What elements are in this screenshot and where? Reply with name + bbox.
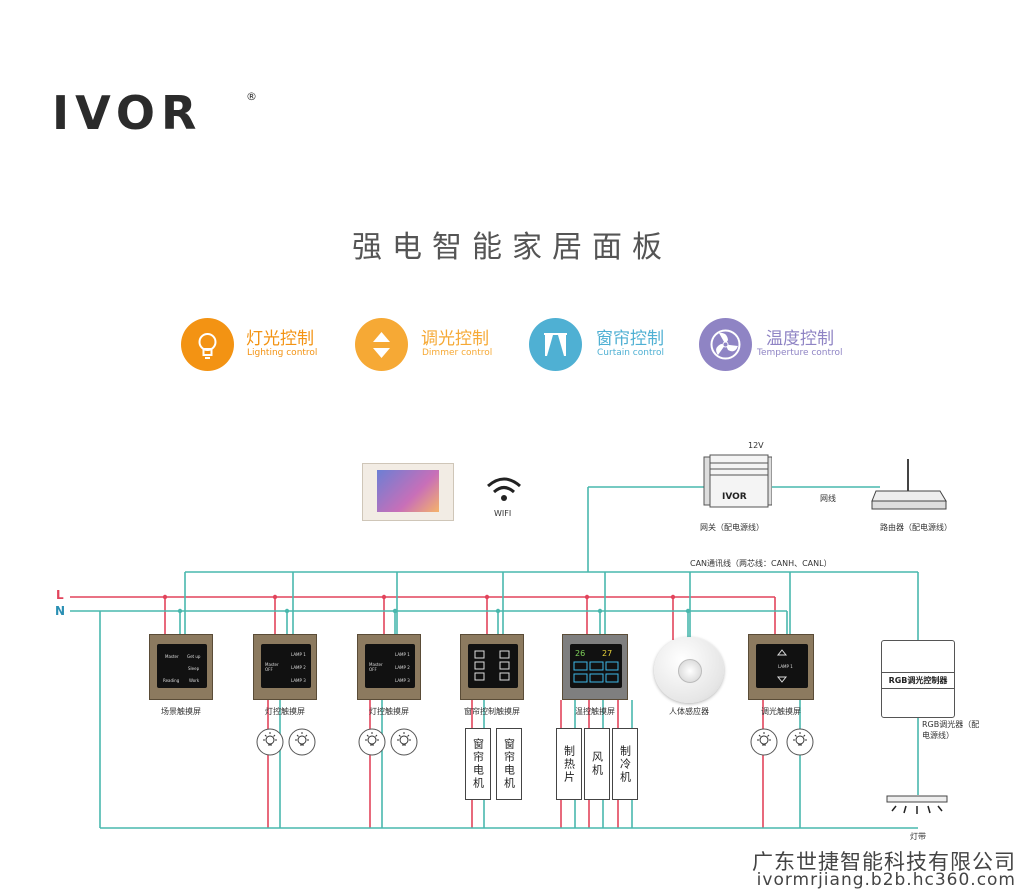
lamp2-lamp3: LAMP 3: [395, 678, 410, 683]
fan-icon: [699, 318, 752, 371]
scene-work: Work: [189, 678, 200, 683]
feature-dimmer-subtitle: Dimmer control: [422, 348, 493, 358]
feature-lighting-subtitle: Lighting control: [247, 348, 318, 358]
feature-curtain-title: 窗帘控制: [596, 329, 664, 349]
thermostat-touch-panel[interactable]: 26 27: [562, 634, 628, 700]
neutral-line-label: N: [55, 604, 66, 618]
scene-reading: Reading: [163, 678, 180, 683]
bulb-load-2: [288, 728, 316, 760]
curtain-motor-2: 窗帘电机: [496, 728, 522, 800]
bulb-load-3: [358, 728, 386, 760]
can-bus-label: CAN通讯线（两芯线：CANH、CANL）: [690, 559, 832, 568]
scene-sleep: Sleep: [188, 666, 200, 671]
curtain-motor-1: 窗帘电机: [465, 728, 491, 800]
footer-company: 广东世捷智能科技有限公司: [752, 850, 1016, 874]
footer-site: ivormrjiang.b2b.hc360.com: [756, 870, 1016, 890]
lamp-panel-1-screen: Master OFF LAMP 1 LAMP 2 LAMP 3: [261, 644, 311, 688]
curtain-panel-screen: [468, 644, 518, 688]
bulb-load-6: [786, 728, 814, 760]
fan-unit: 风机: [584, 728, 610, 800]
scene-master: Master: [165, 654, 179, 659]
page-title: 强电智能家居面板: [352, 230, 672, 265]
heating-element: 制热片: [556, 728, 582, 800]
curtain-panel-icons: [474, 650, 510, 681]
dimmer-arrows: [776, 649, 788, 683]
lamp1-master-off: Master OFF: [265, 662, 279, 672]
motion-sensor-icon: [654, 637, 724, 703]
tablet-screen: [377, 470, 439, 512]
bulb-load-5: [750, 728, 778, 760]
dimmer-panel-label: 调光触摸屏: [761, 707, 801, 716]
bulb-load-1: [256, 728, 284, 760]
scene-panel-label: 场景触摸屏: [161, 707, 201, 716]
gateway-label: 网关（配电源线）: [700, 523, 764, 532]
lamp-touch-panel-2[interactable]: Master OFF LAMP 1 LAMP 2 LAMP 3: [357, 634, 421, 700]
rgb-controller-text: RGB调光控制器: [882, 672, 954, 689]
feature-temperature-title: 温度控制: [766, 329, 834, 349]
wifi-icon: [485, 475, 523, 505]
dimmer-panel-screen: LAMP 1: [756, 644, 808, 688]
lamp1-lamp1: LAMP 1: [291, 652, 306, 657]
router-icon: [870, 455, 948, 513]
lamp2-lamp2: LAMP 2: [395, 665, 410, 670]
curtain-icon: [529, 318, 582, 371]
led-strip-label: 灯带: [910, 832, 926, 841]
gateway-icon: [702, 447, 773, 515]
led-strip-icon: [884, 795, 950, 825]
lamp-panel-2-screen: Master OFF LAMP 1 LAMP 2 LAMP 3: [365, 644, 415, 688]
live-line-label: L: [56, 588, 64, 602]
rgb-controller-box[interactable]: RGB调光控制器: [881, 640, 955, 718]
curtain-panel-label: 窗帘控制触摸屏: [464, 707, 520, 716]
scene-getup: Get up: [187, 654, 201, 659]
scene-touch-panel[interactable]: Master Get up Sleep Reading Work: [149, 634, 213, 700]
thermostat-mode-icons: [573, 661, 619, 683]
wifi-label: WIFI: [494, 509, 512, 518]
thermostat-temp-left: 26: [575, 649, 586, 658]
feature-dimmer-title: 调光控制: [421, 329, 489, 349]
dimmer-lamp1: LAMP 1: [778, 664, 793, 669]
lamp1-lamp3: LAMP 3: [291, 678, 306, 683]
network-line-label: 网线: [820, 494, 836, 503]
lamp-touch-panel-1[interactable]: Master OFF LAMP 1 LAMP 2 LAMP 3: [253, 634, 317, 700]
lamp1-lamp2: LAMP 2: [291, 665, 306, 670]
bulb-load-4: [390, 728, 418, 760]
lamp2-master-off: Master OFF: [369, 662, 383, 672]
lamp2-lamp1: LAMP 1: [395, 652, 410, 657]
tablet-device: [362, 463, 454, 521]
scene-panel-screen: Master Get up Sleep Reading Work: [157, 644, 207, 688]
feature-lighting-title: 灯光控制: [246, 329, 314, 349]
gateway-brand: IVOR: [722, 492, 747, 502]
router-label: 路由器（配电源线）: [880, 523, 952, 532]
cooling-unit: 制冷机: [612, 728, 638, 800]
thermostat-temp-right: 27: [602, 649, 613, 658]
motion-sensor-label: 人体感应器: [669, 707, 709, 716]
rgb-controller-label: RGB调光器（配电源线）: [922, 720, 980, 740]
thermostat-screen: 26 27: [570, 644, 622, 688]
feature-temperature-subtitle: Temperture control: [757, 348, 843, 358]
bulb-icon: [181, 318, 234, 371]
up-down-arrows-icon: [355, 318, 408, 371]
dimmer-touch-panel[interactable]: LAMP 1: [748, 634, 814, 700]
registered-mark: ®: [246, 90, 257, 103]
feature-curtain-subtitle: Curtain control: [597, 348, 664, 358]
lamp-panel-2-label: 灯控触摸屏: [369, 707, 409, 716]
lamp-panel-1-label: 灯控触摸屏: [265, 707, 305, 716]
brand-logo: IVOR: [52, 86, 203, 140]
thermostat-panel-label: 温控触摸屏: [575, 707, 615, 716]
curtain-touch-panel[interactable]: [460, 634, 524, 700]
gateway-voltage: 12V: [748, 441, 764, 450]
